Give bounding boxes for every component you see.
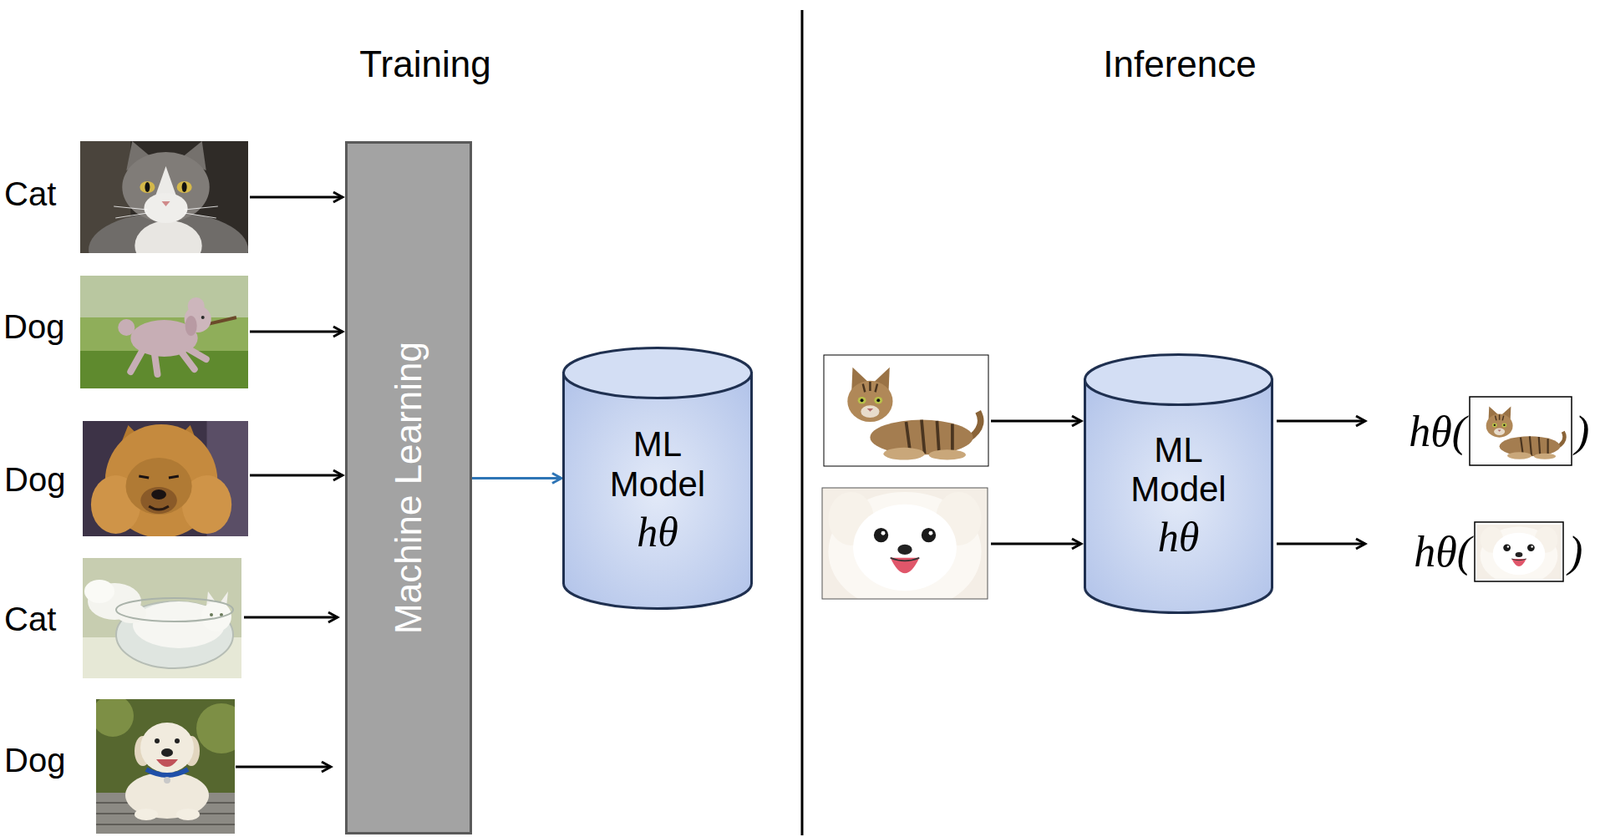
label-holder: Dog [4,461,66,499]
section-heading: Training [359,43,491,86]
dog-photo [80,275,249,389]
model-cylinder: ML Modelhθ [562,346,753,610]
prediction-notation: ) [1574,406,1590,457]
class-label: Cat [4,175,56,214]
label-holder: Cat [4,600,56,639]
model-cylinder: ML Modelhθ [1083,353,1274,615]
label-holder: Dog [4,741,66,780]
process-bar: Machine Learning [345,141,473,835]
prediction-notation: hθ( [1408,406,1467,457]
process-label: Machine Learning [387,341,430,635]
label-holder: Training [359,43,491,86]
class-label: Cat [4,600,56,639]
section-divider [801,10,804,836]
dog-thumbnail [1474,522,1564,585]
label-holder: hθ( [1408,406,1467,457]
dog-photo [82,421,249,539]
model-label: ML Model [594,424,721,503]
model-label: ML Model [1116,430,1242,509]
label-holder: ) [1568,527,1583,577]
dog-photo [91,695,247,834]
input-arrows [235,197,343,767]
class-label: Dog [4,741,66,780]
label-holder: hθ( [1413,527,1472,577]
dog-photo [822,487,988,612]
class-label: Dog [4,461,66,499]
prediction-notation: ) [1568,527,1583,577]
label-holder: Cat [4,175,56,214]
model-symbol: hθ [636,507,679,558]
flow-arrow [472,477,562,480]
class-label: Dog [3,308,65,346]
cat-photo [823,355,989,467]
prediction-notation: hθ( [1413,527,1472,577]
label-holder: ) [1574,406,1590,457]
cat-photo [80,141,249,288]
cat-thumbnail [1469,396,1572,466]
model-symbol: hθ [1158,512,1200,563]
section-heading: Inference [1102,43,1256,86]
label-holder: Inference [1102,43,1256,86]
label-holder: Dog [3,308,65,346]
cat-photo [82,558,242,679]
